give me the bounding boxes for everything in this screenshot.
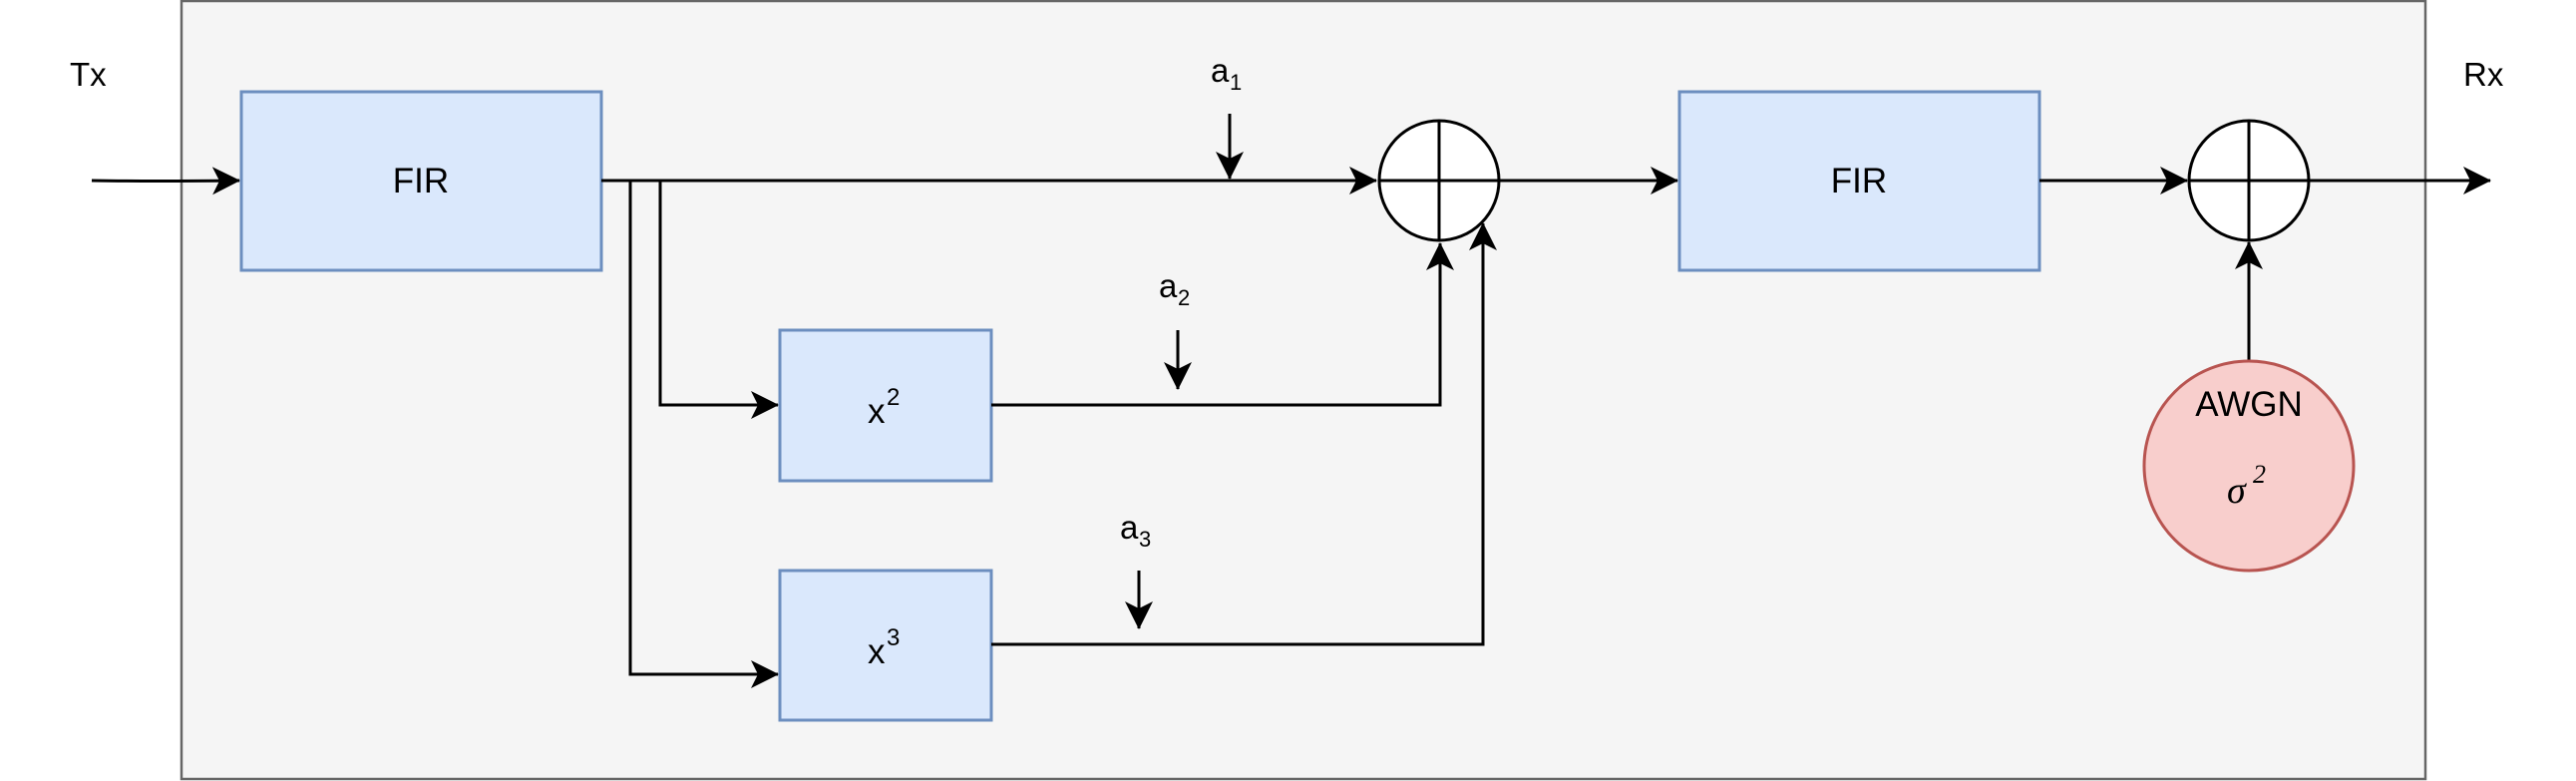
- summing-junction-1: [1377, 119, 1501, 242]
- cube-block: [778, 569, 993, 722]
- a2-subscript: 2: [1178, 285, 1190, 310]
- a3-subscript: 3: [1139, 527, 1151, 552]
- a2-label: a: [1159, 267, 1178, 304]
- a1-label: a: [1211, 52, 1230, 89]
- awgn-label: AWGN: [2195, 385, 2303, 424]
- sigma-exponent: 2: [2253, 460, 2266, 489]
- cube-block-label: x: [868, 632, 886, 671]
- square-branch-line: [658, 181, 779, 419]
- cube-output-line: [991, 222, 1497, 646]
- rx-label: Rx: [2463, 56, 2504, 93]
- square-block-label: x: [868, 392, 886, 431]
- square-output-line: [991, 242, 1454, 407]
- tx-label: Tx: [70, 56, 107, 93]
- cube-block-exponent: 3: [887, 624, 900, 651]
- input-line: [91, 167, 240, 195]
- a3-label: a: [1120, 509, 1139, 546]
- fir-block-tx-label: FIR: [393, 162, 449, 200]
- fir-block-rx: [1677, 90, 2041, 272]
- a1-subscript: 1: [1230, 70, 1242, 95]
- fir-block-rx-label: FIR: [1831, 162, 1887, 200]
- square-block-exponent: 2: [887, 384, 900, 411]
- sigma-symbol: σ: [2227, 470, 2247, 512]
- summing-junction-2: [2187, 119, 2311, 242]
- square-block: [778, 328, 993, 483]
- awgn-source: [2142, 359, 2356, 573]
- fir-block-tx: [239, 90, 603, 272]
- cube-branch-line: [628, 181, 779, 688]
